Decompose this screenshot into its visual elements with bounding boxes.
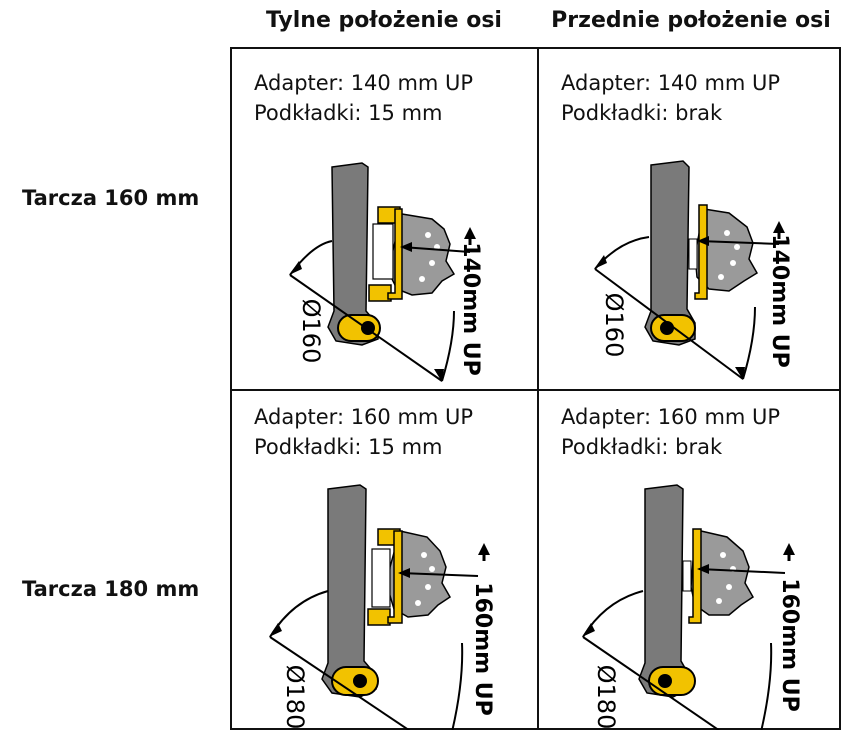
fork-leg-icon	[327, 162, 379, 346]
arrow-icon	[398, 543, 490, 578]
diameter-label: Ø160	[600, 293, 628, 358]
diameter-label: Ø180	[281, 665, 309, 730]
brake-rotor-icon	[389, 213, 456, 296]
arrow-icon	[697, 221, 785, 246]
fork-leg-icon	[321, 484, 377, 698]
washers-text: Podkładki: 15 mm	[254, 101, 443, 125]
mount-standard-label: 160mm UP	[470, 582, 495, 715]
brake-rotor-icon	[694, 208, 759, 292]
adapter-bracket-icon	[367, 528, 403, 626]
cell-180-rear: Adapter: 160 mm UP Podkładki: 15 mm	[232, 391, 537, 730]
adapter-text: Adapter: 160 mm UP	[561, 405, 781, 429]
washers-text: Podkładki: 15 mm	[254, 435, 443, 459]
mount-standard-label: 140mm UP	[767, 234, 792, 367]
washers-text: Podkładki: brak	[561, 101, 723, 125]
diameter-label: Ø160	[297, 299, 325, 364]
mount-standard-label: 160mm UP	[777, 578, 802, 711]
row-header-160: Tarcza 160 mm	[22, 186, 200, 210]
row-header-180: Tarcza 180 mm	[22, 577, 200, 601]
adapter-text: Adapter: 140 mm UP	[254, 71, 474, 95]
adapter-text: Adapter: 140 mm UP	[561, 71, 781, 95]
grid-divider-vertical	[537, 49, 539, 728]
fork-leg-icon	[638, 484, 690, 698]
diameter-arc-icon	[594, 236, 756, 380]
arrow-icon	[697, 543, 795, 574]
adapter-bracket-icon	[688, 204, 708, 300]
cell-180-front: Adapter: 160 mm UP Podkładki: brak	[539, 391, 843, 730]
adapter-bracket-icon	[368, 206, 403, 302]
diameter-arc-icon	[289, 240, 455, 382]
cell-160-front: Adapter: 140 mm UP Podkładki: brak	[539, 49, 843, 389]
adapter-bracket-icon	[682, 528, 702, 624]
brake-mount-diagram: Ø160 140mm UP	[289, 162, 483, 382]
brake-mount-diagram: Ø180 160mm UP	[582, 484, 802, 730]
washers-text: Podkładki: brak	[561, 435, 723, 459]
adapter-text: Adapter: 160 mm UP	[254, 405, 474, 429]
brake-mount-diagram: Ø160 140mm UP	[594, 160, 792, 380]
diameter-arc-icon	[269, 590, 464, 730]
mount-standard-label: 140mm UP	[458, 242, 483, 375]
diameter-arc-icon	[582, 590, 773, 730]
grid-divider-horizontal	[232, 389, 839, 391]
column-header-front: Przednie położenie osi	[551, 8, 831, 33]
arrow-icon	[400, 227, 476, 253]
diameter-label: Ø180	[592, 665, 620, 730]
cell-160-rear: Adapter: 140 mm UP Podkładki: 15 mm	[232, 49, 537, 389]
axle-dropout-icon	[337, 314, 381, 342]
column-header-rear: Tylne położenie osi	[266, 8, 502, 33]
fork-leg-icon	[644, 160, 696, 346]
axle-dropout-icon	[331, 666, 379, 696]
comparison-grid: Adapter: 140 mm UP Podkładki: 15 mm	[230, 47, 841, 730]
axle-dropout-icon	[648, 666, 696, 696]
brake-mount-diagram: Ø180 160mm UP	[269, 484, 495, 730]
